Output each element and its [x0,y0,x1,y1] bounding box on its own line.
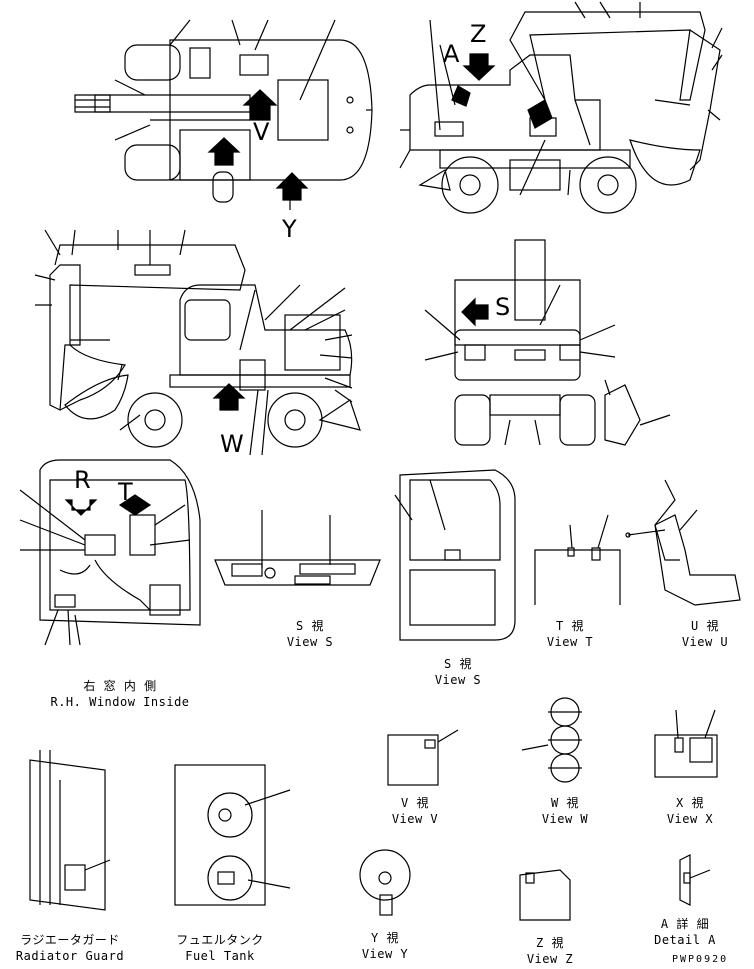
fuel-tank [174,764,291,906]
side-view-left [34,229,361,456]
rh-window-inside [19,459,201,646]
caption-en: View T [546,635,594,649]
caption-jp: U 視 [691,619,719,633]
caption-jp: Z 視 [536,936,564,950]
view-w [521,697,582,783]
caption-jp: フュエルタンク [176,933,264,947]
caption-rh-window-inside: 右 窓 内 側 R.H. Window Inside [40,678,200,710]
view-letter-w: W [220,430,244,458]
caption-jp: S 視 [296,619,324,633]
caption-view-y: Y 視 View Y [345,930,425,962]
caption-en: View Y [361,947,409,961]
caption-view-w: W 視 View W [525,795,605,827]
view-u-seat [625,479,741,606]
radiator-guard [29,750,111,911]
caption-en: View S [286,635,334,649]
caption-radiator-guard: ラジエータガード Radiator Guard [0,932,140,964]
view-letter-a: A [443,40,460,68]
caption-en: View U [681,635,729,649]
caption-en: View V [391,812,439,826]
view-x [654,709,718,778]
caption-en: View W [541,812,589,826]
caption-en: R.H. Window Inside [50,695,190,709]
view-letter-r: R [74,466,91,494]
view-s-door [394,469,516,641]
caption-en: View S [434,673,482,687]
detail-a [679,854,711,906]
caption-view-z: Z 視 View Z [510,935,590,967]
caption-view-u: U 視 View U [665,618,745,650]
caption-fuel-tank: フュエルタンク Fuel Tank [160,932,280,964]
view-y [359,849,411,916]
caption-jp: 右 窓 内 側 [83,679,157,693]
caption-jp: Y 視 [371,931,399,945]
caption-detail-a: A 詳 細 Detail A [645,916,725,948]
top-view-excavator [74,19,373,210]
caption-jp: X 視 [676,796,704,810]
caption-en: Fuel Tank [185,949,255,963]
caption-en: Radiator Guard [15,949,125,963]
caption-jp: T 視 [556,619,584,633]
caption-view-t: T 視 View T [530,618,610,650]
view-letter-z: Z [470,20,487,48]
caption-view-x: X 視 View X [650,795,730,827]
view-z [519,869,571,921]
caption-jp: W 視 [551,796,579,810]
side-view-boom-up [399,1,723,214]
view-letter-t: T [118,478,133,506]
caption-jp: V 視 [401,796,429,810]
caption-view-s-door: S 視 View S [418,656,498,688]
rear-view [424,239,671,446]
view-s-panel [214,510,381,586]
view-t [534,514,621,605]
caption-en: View Z [526,952,574,966]
caption-view-v: V 視 View V [375,795,455,827]
view-letter-s: S [495,293,511,321]
view-v [387,729,459,786]
caption-en: View X [666,812,714,826]
caption-jp: S 視 [444,657,472,671]
view-letter-y: Y [282,215,297,243]
caption-jp: ラジエータガード [20,933,120,947]
view-letter-v: V [253,118,270,146]
caption-jp: A 詳 細 [660,917,710,931]
caption-view-s-panel: S 視 View S [270,618,350,650]
caption-en: Detail A [654,933,716,947]
drawing-code: PWP0920 [672,954,729,965]
